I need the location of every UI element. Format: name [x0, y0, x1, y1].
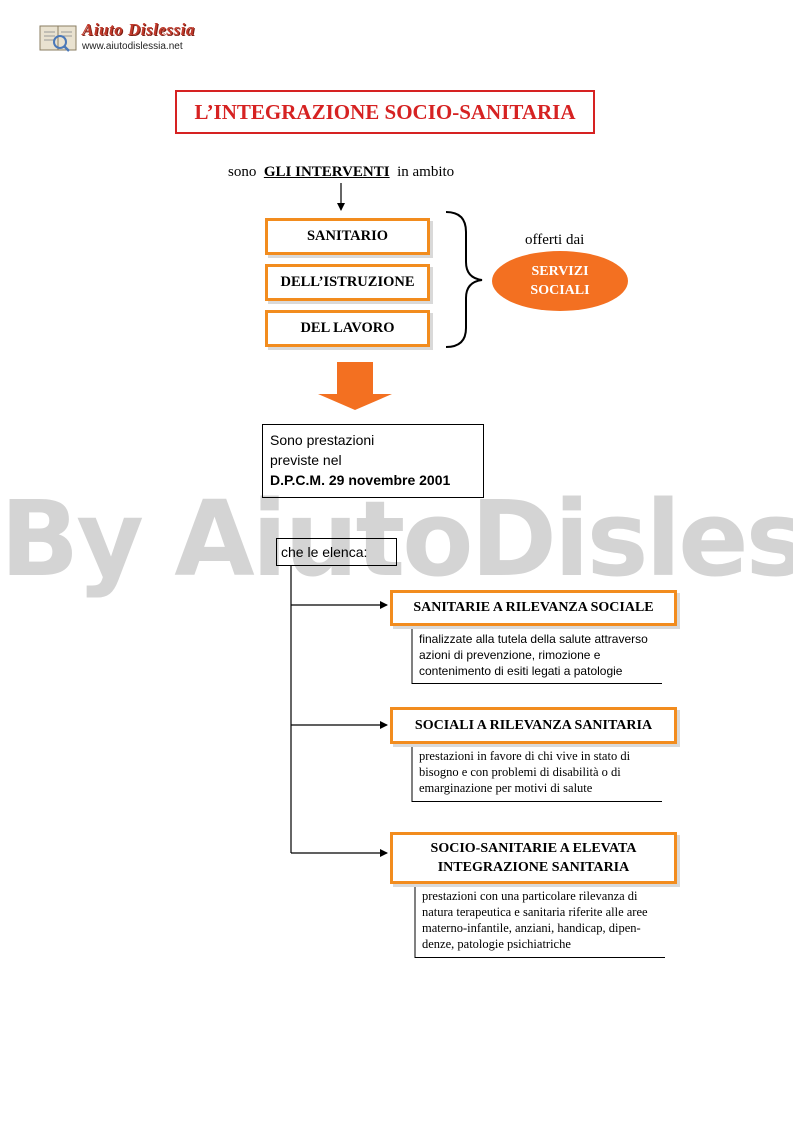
servizi-line-2: SOCIALI — [530, 283, 590, 298]
page-title-box: L’INTEGRAZIONE SOCIO-SANITARIA — [175, 90, 595, 134]
dpcm-line-2: previste nel — [270, 452, 342, 468]
logo[interactable]: Aiuto Dislessia www.aiutodislessia.net — [38, 18, 198, 58]
category-desc-2-line: bisogno e con problemi di disabilità o d… — [419, 765, 621, 779]
intro-after: in ambito — [397, 164, 455, 180]
category-desc-3-line: denze, patologie psichiatriche — [422, 937, 571, 951]
category-title-3-line: SOCIO-SANITARIE A ELEVATA — [430, 841, 637, 856]
category-title-3-line: INTEGRAZIONE SANITARIA — [437, 860, 630, 875]
category-desc-1: finalizzate alla tutela della salute att… — [412, 631, 662, 684]
category-desc-2-line: emarginazione per motivi di salute — [419, 781, 593, 795]
book-icon — [39, 25, 77, 52]
category-desc-3-line: natura terapeutica e sanitaria riferite … — [422, 905, 648, 919]
category-title-1: SANITARIE A RILEVANZA SOCIALE — [390, 590, 677, 626]
dpcm-reference: D.P.C.M. 29 novembre 2001 — [270, 472, 451, 488]
category-desc-1-line: contenimento di esiti legati a patologie — [419, 664, 623, 678]
category-desc-2-line: prestazioni in favore di chi vive in sta… — [419, 749, 631, 763]
servizi-sociali-ellipse: SERVIZI SOCIALI — [492, 251, 628, 311]
offerti-label: offerti dai — [525, 232, 585, 248]
intro-emphasis: GLI INTERVENTI — [263, 164, 390, 180]
intro-before: sono — [228, 164, 257, 180]
category-desc-2: prestazioni in favore di chi vive in sta… — [412, 748, 662, 802]
category-desc-3: prestazioni con una particolare rilevanz… — [415, 888, 665, 958]
category-desc-3-line: prestazioni con una particolare rilevanz… — [422, 889, 638, 903]
category-title-3: SOCIO-SANITARIE A ELEVATA INTEGRAZIONE S… — [390, 832, 677, 884]
category-desc-1-line: azioni di prevenzione, rimozione e — [419, 648, 601, 662]
ambito-sanitario: SANITARIO — [265, 218, 430, 255]
servizi-line-1: SERVIZI — [531, 264, 589, 279]
dpcm-box: Sono prestazioni previste nel D.P.C.M. 2… — [262, 424, 484, 498]
curly-brace — [445, 211, 483, 348]
dpcm-line-1: Sono prestazioni — [270, 432, 375, 448]
category-title-2: SOCIALI A RILEVANZA SANITARIA — [390, 707, 677, 744]
down-arrow-icon — [318, 362, 392, 410]
category-desc-1-line: finalizzate alla tutela della salute att… — [419, 632, 648, 646]
elenca-box: che le elenca: — [276, 538, 397, 566]
logo-url: www.aiutodislessia.net — [82, 41, 183, 52]
page-title: L’INTEGRAZIONE SOCIO-SANITARIA — [194, 99, 576, 124]
category-desc-3-line: materno-infantile, anziani, handicap, di… — [422, 921, 641, 935]
logo-brand: Aiuto Dislessia — [82, 20, 195, 39]
ambito-istruzione: DELL’ISTRUZIONE — [265, 264, 430, 301]
intro-text: sono GLI INTERVENTI in ambito — [228, 164, 454, 181]
ambito-lavoro: DEL LAVORO — [265, 310, 430, 347]
